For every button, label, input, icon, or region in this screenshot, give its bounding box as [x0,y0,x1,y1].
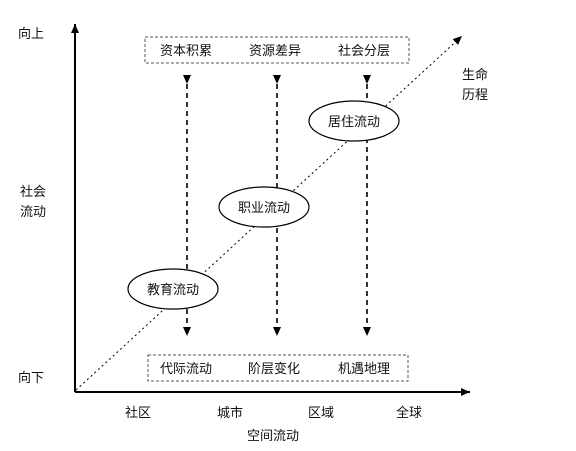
bottom-box-item: 代际流动 [160,362,212,377]
education-mobility-ellipse [127,268,219,310]
bottom-box [147,354,409,382]
top-box [144,36,410,64]
y-axis-middle-label: 流动 [20,205,46,220]
ellipse-label: 职业流动 [238,201,290,216]
top-box-item: 资源差异 [249,44,301,59]
x-axis-tick: 城市 [217,405,243,421]
x-axis-tick: 社区 [125,405,151,421]
x-axis-tick: 区域 [308,406,334,421]
residence-mobility-ellipse [308,100,400,142]
occupation-mobility-ellipse [218,186,310,228]
x-axis-title: 空间流动 [247,429,299,444]
life-course-label: 生命 [462,67,488,83]
x-axis-tick: 全球 [396,405,422,421]
bottom-box-item: 阶层变化 [248,361,300,377]
y-axis-middle-label: 社会 [20,184,46,200]
ellipse-label: 教育流动 [147,282,199,298]
top-box-item: 社会分层 [338,43,390,59]
top-box-item: 资本积累 [160,44,212,59]
y-axis-top-label: 向上 [18,26,44,42]
ellipse-label: 居住流动 [328,115,380,130]
y-axis-bottom-label: 向下 [18,370,44,386]
life-course-label: 历程 [462,88,488,103]
bottom-box-item: 机遇地理 [338,362,390,377]
